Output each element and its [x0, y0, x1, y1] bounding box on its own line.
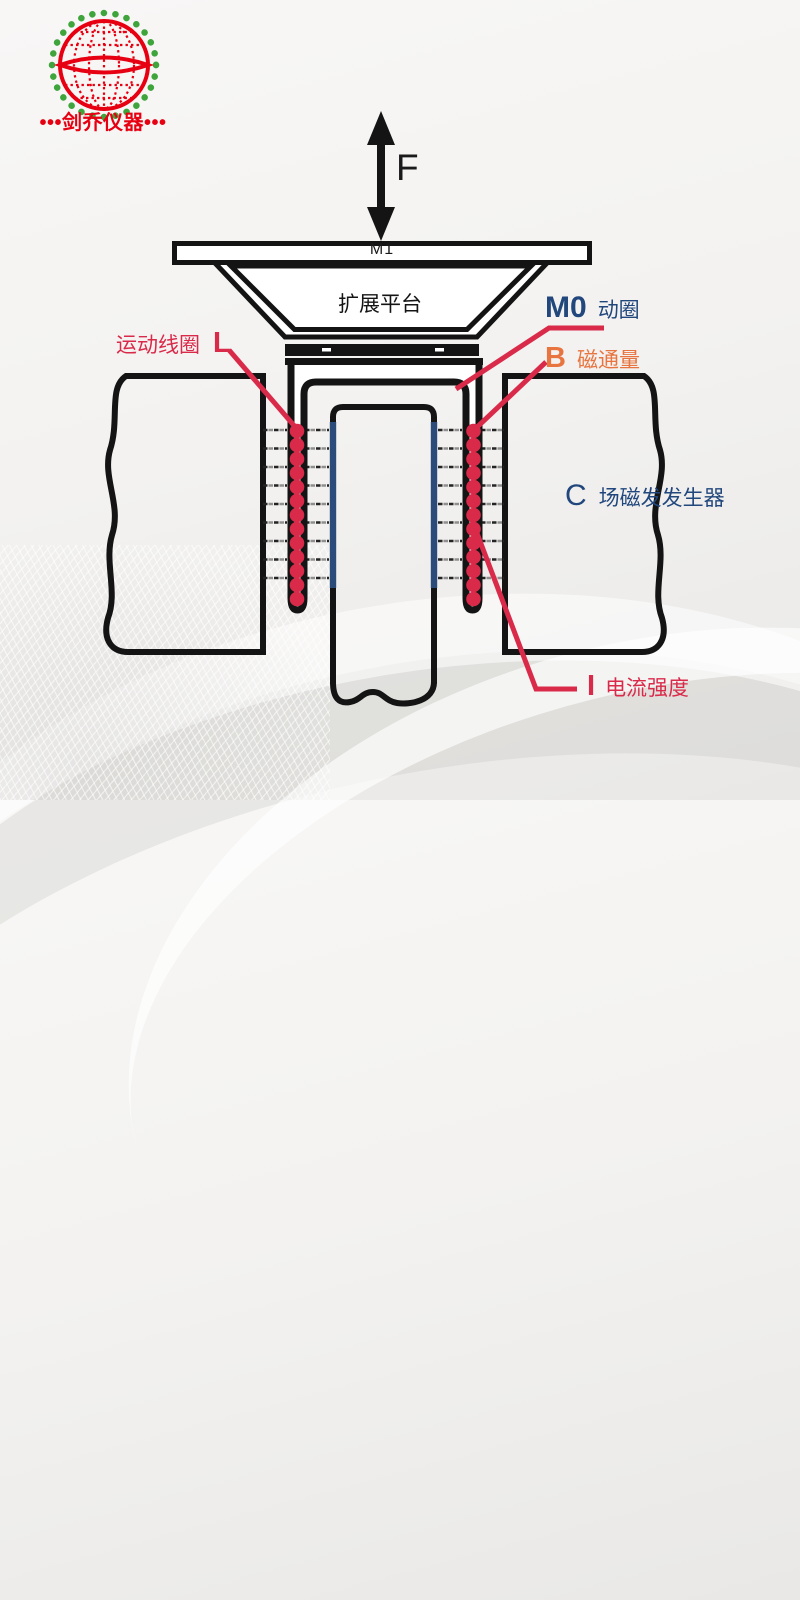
- leader-current: [469, 519, 577, 692]
- current-text: 电流强度: [605, 677, 690, 700]
- coil-turn-dot: [289, 479, 305, 495]
- field-generator-annotation: C 场磁发发生器: [565, 479, 725, 513]
- moving-coil-left-annotation: 运动线圈 L: [116, 327, 231, 360]
- coil-turn-dot: [466, 493, 481, 509]
- coil-turn-dot: [289, 591, 305, 607]
- coil-turn-dot: [289, 465, 305, 481]
- field-generator-text: 场磁发发生器: [598, 487, 725, 510]
- center-pole: [330, 404, 437, 684]
- base-notch: [435, 348, 444, 352]
- coil-turns: [289, 423, 481, 607]
- logo-text: •••剑乔仪器•••: [39, 112, 167, 134]
- coil-turn-dot: [466, 549, 481, 565]
- platform-trapezoid-inner: [224, 263, 538, 332]
- pole-gap-face-left: [329, 422, 337, 588]
- leader-moving-coil-left: [227, 348, 299, 431]
- moving-coil-left-text: 运动线圈: [116, 334, 200, 357]
- moving-coil-symbol: M0: [545, 291, 587, 324]
- coil-turn-dot: [466, 451, 481, 467]
- force-label: F: [396, 147, 419, 188]
- coil-former: [287, 360, 483, 614]
- flux-annotation: B 磁通量: [545, 342, 640, 375]
- platform-label: 扩展平台: [338, 293, 422, 316]
- coil-turn-dot: [466, 563, 481, 579]
- moving-coil-text: 动圈: [597, 299, 640, 322]
- coil-turn-dot: [289, 563, 305, 579]
- base-notch: [322, 348, 331, 352]
- moving-coil-annotation: M0 动圈: [545, 291, 640, 325]
- coil-turn-dot: [466, 507, 481, 523]
- magnet-block-left: [103, 373, 266, 655]
- leader-flux: [472, 360, 548, 432]
- coil-turn-dot: [466, 591, 481, 607]
- coil-turn-dot: [289, 577, 305, 593]
- field-generator-symbol: C: [565, 479, 587, 512]
- coil-turn-dot: [289, 437, 305, 453]
- shaker-diagram: [103, 111, 667, 707]
- center-pole-break-line: [330, 679, 437, 707]
- coil-turn-dot: [289, 493, 305, 509]
- coil-turn-dot: [289, 521, 305, 537]
- coil-turn-dot: [289, 451, 305, 467]
- coil-turn-dot: [289, 507, 305, 523]
- coil-turn-dot: [289, 549, 305, 565]
- platform-base-bar: [285, 344, 479, 356]
- coil-turn-dot: [466, 465, 481, 481]
- coil-turn-dot: [466, 577, 481, 593]
- top-mass-label: M1: [369, 241, 395, 258]
- current-annotation: I 电流强度: [587, 670, 689, 703]
- logo-globe-icon: [48, 9, 160, 121]
- leader-moving-coil-top: [454, 325, 604, 392]
- moving-coil-left-symbol: L: [213, 327, 231, 359]
- magnetic-field-lines: [263, 428, 504, 580]
- top-table-plate: [172, 241, 592, 265]
- force-arrow-icon: [367, 111, 395, 241]
- logo-dot-ring: [48, 9, 160, 121]
- flux-symbol: B: [545, 342, 566, 374]
- current-symbol: I: [587, 670, 596, 702]
- coil-turn-dot: [466, 479, 481, 495]
- pole-gap-face-right: [430, 422, 438, 588]
- flux-text: 磁通量: [576, 349, 640, 372]
- coil-turn-dot: [466, 437, 481, 453]
- magnet-block-right: [502, 373, 667, 655]
- coil-turn-dot: [289, 535, 305, 551]
